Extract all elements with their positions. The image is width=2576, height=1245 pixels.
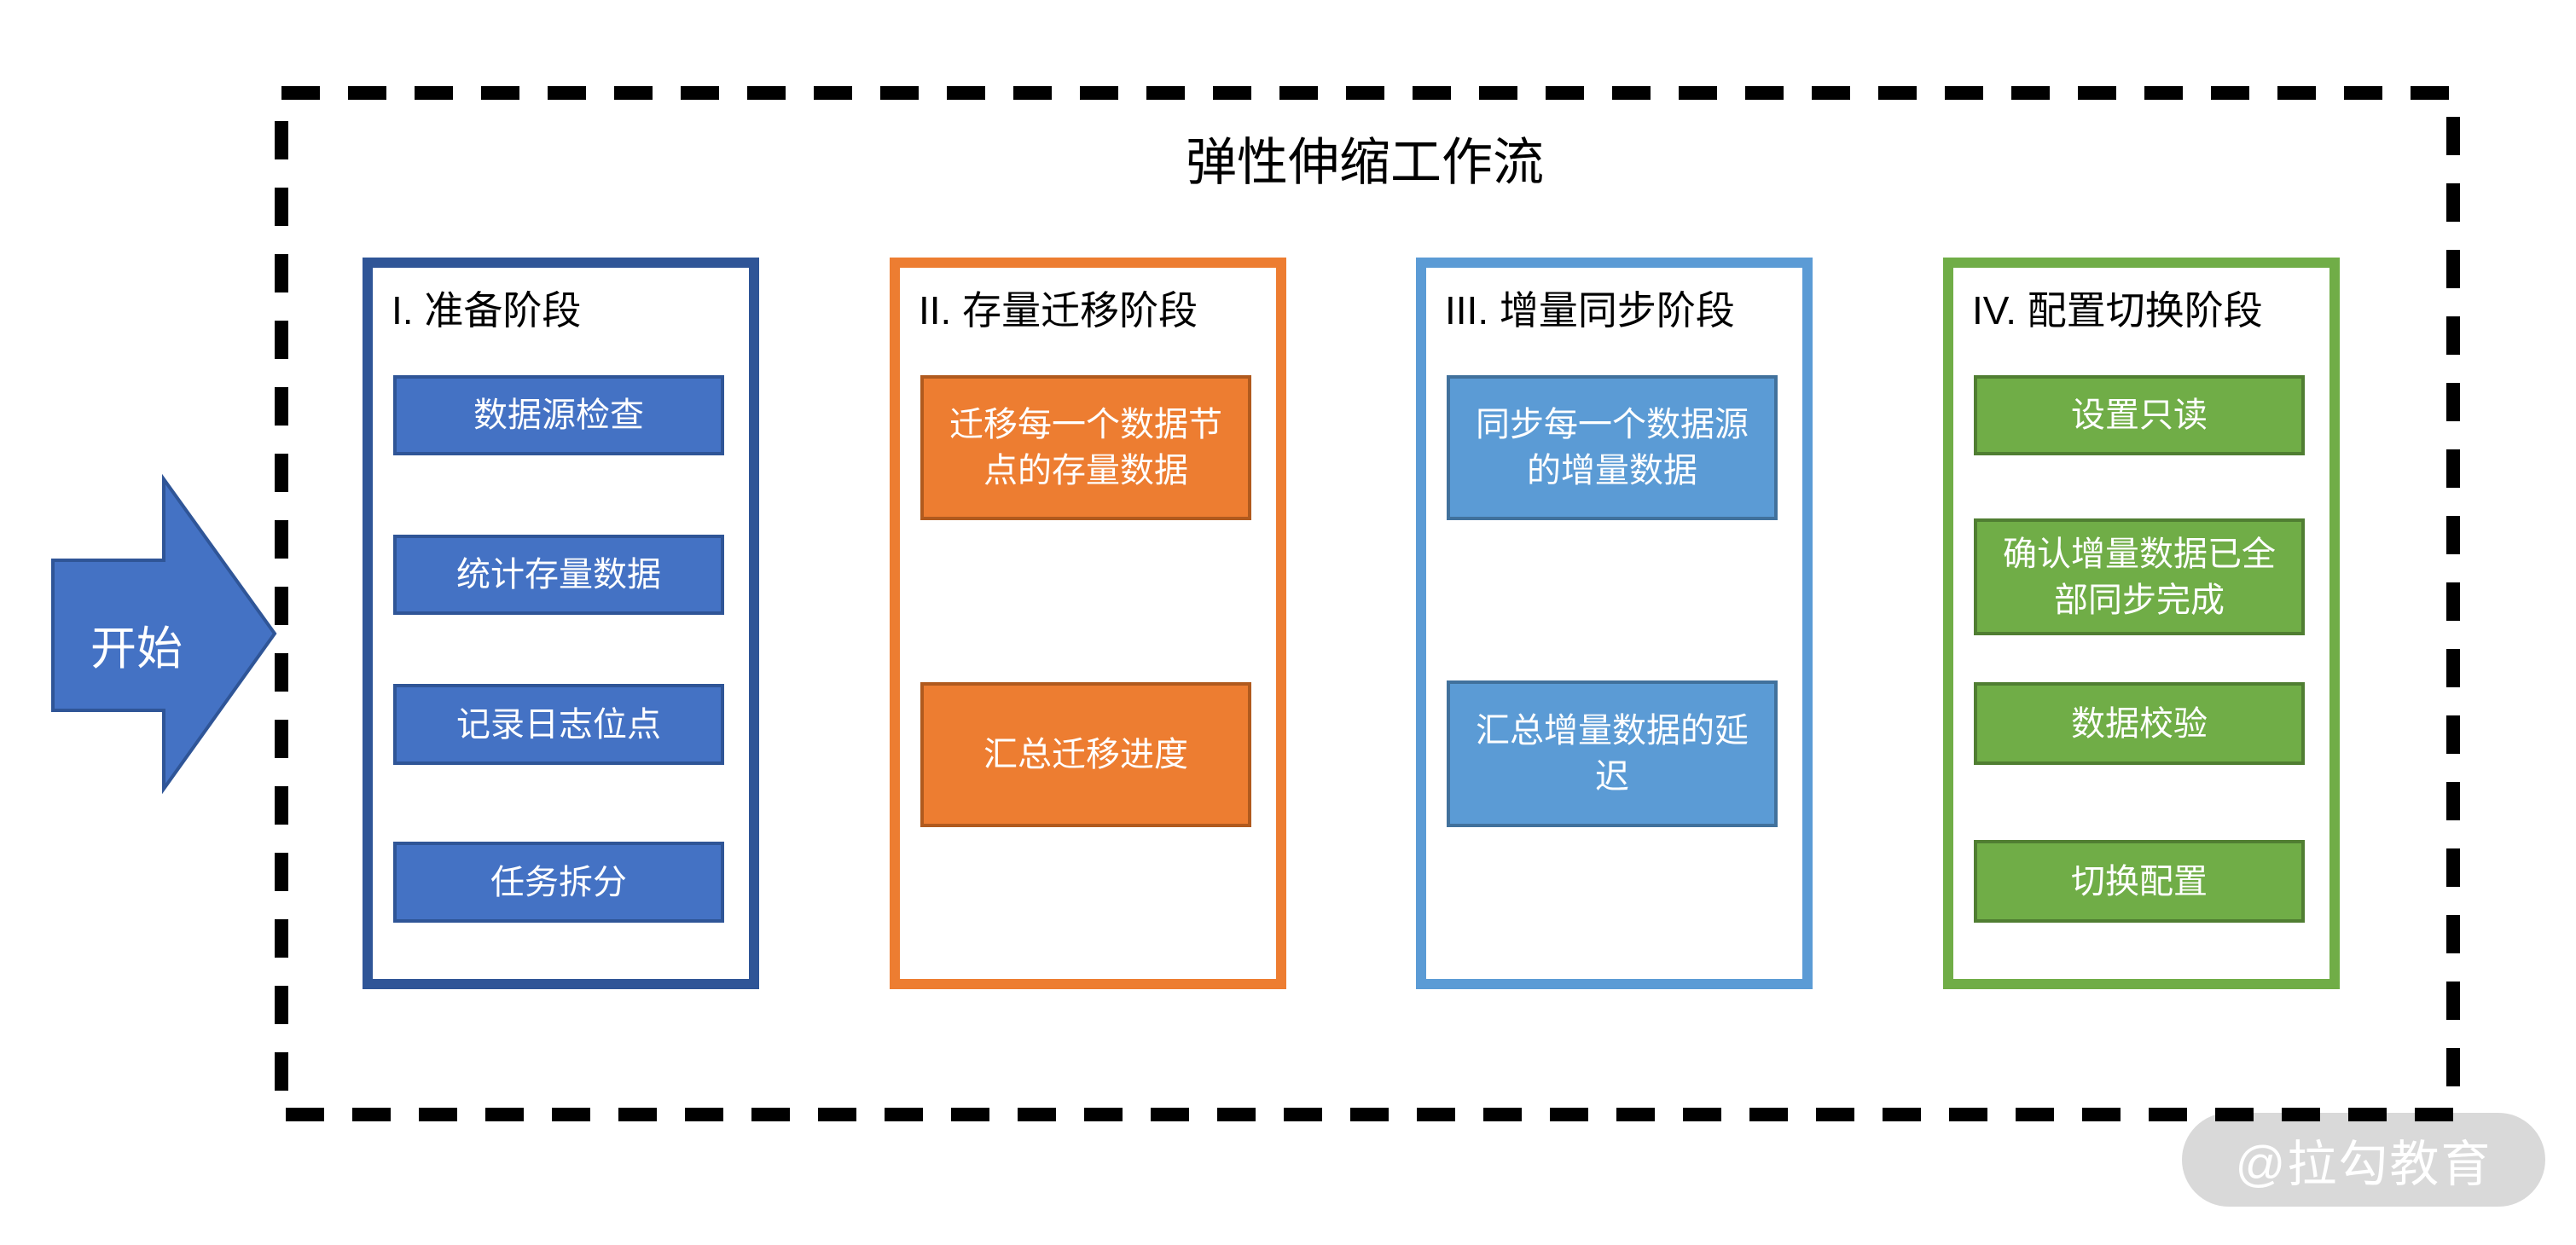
step-box: 记录日志位点 <box>393 684 724 765</box>
step-box: 迁移每一个数据节点的存量数据 <box>920 375 1251 520</box>
diagram-title: 弹性伸缩工作流 <box>1186 134 1544 191</box>
step-box: 汇总迁移进度 <box>920 682 1251 827</box>
phase-title: III. 增量同步阶段 <box>1445 288 1735 333</box>
step-box: 统计存量数据 <box>393 535 724 615</box>
phase-title: I. 准备阶段 <box>392 288 582 333</box>
watermark-text: @拉勾教育 <box>2235 1137 2492 1192</box>
step-box: 汇总增量数据的延迟 <box>1447 680 1778 827</box>
step-box: 同步每一个数据源的增量数据 <box>1447 375 1778 520</box>
step-box: 数据校验 <box>1974 682 2305 765</box>
phase-title: IV. 配置切换阶段 <box>1972 288 2263 333</box>
phase-panel-4-config-switch: IV. 配置切换阶段 设置只读 确认增量数据已全部同步完成 数据校验 切换配置 <box>1943 258 2340 989</box>
phase-title: II. 存量迁移阶段 <box>919 288 1198 333</box>
phase-panel-3-incremental-sync: III. 增量同步阶段 同步每一个数据源的增量数据 汇总增量数据的延迟 <box>1416 258 1813 989</box>
watermark-badge: @拉勾教育 <box>2182 1113 2545 1207</box>
step-box: 切换配置 <box>1974 840 2305 923</box>
start-label: 开始 <box>90 623 183 675</box>
step-box: 数据源检查 <box>393 375 724 455</box>
step-box: 确认增量数据已全部同步完成 <box>1974 518 2305 635</box>
step-box: 设置只读 <box>1974 375 2305 455</box>
step-box: 任务拆分 <box>393 842 724 923</box>
phase-panel-2-full-migration: II. 存量迁移阶段 迁移每一个数据节点的存量数据 汇总迁移进度 <box>890 258 1286 989</box>
phase-panel-1-preparation: I. 准备阶段 数据源检查 统计存量数据 记录日志位点 任务拆分 <box>363 258 759 989</box>
